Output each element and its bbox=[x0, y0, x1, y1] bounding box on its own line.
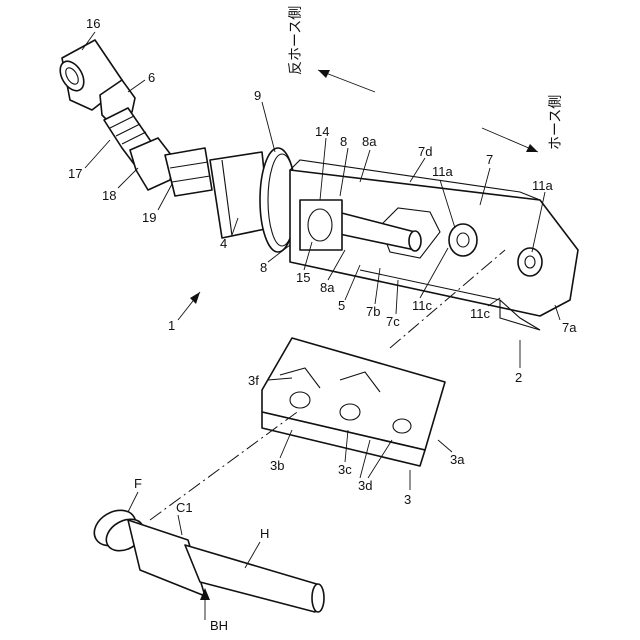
label-4: 4 bbox=[220, 236, 227, 251]
label-19: 19 bbox=[142, 210, 156, 225]
label-11a-1: 11a bbox=[432, 164, 453, 179]
label-1: 1 bbox=[168, 318, 175, 333]
label-7a: 7a bbox=[562, 320, 577, 335]
label-C1: C1 bbox=[176, 500, 193, 515]
label-11c-2: 11c bbox=[470, 306, 490, 321]
label-anti-hose-side: 反ホース側 bbox=[288, 6, 304, 75]
arrow-hose bbox=[482, 128, 538, 152]
label-11c-1: 11c bbox=[412, 298, 432, 313]
shaft-19 bbox=[165, 148, 212, 196]
label-H: H bbox=[260, 526, 269, 541]
label-14: 14 bbox=[315, 124, 329, 139]
block-3 bbox=[262, 338, 445, 466]
label-hose-side: ホース側 bbox=[548, 95, 564, 150]
arrow-1 bbox=[178, 292, 200, 320]
label-3d: 3d bbox=[358, 478, 372, 493]
label-2: 2 bbox=[515, 370, 522, 385]
label-8-bottom: 8 bbox=[260, 260, 267, 275]
label-F: F bbox=[134, 476, 142, 491]
label-8a-top: 8a bbox=[362, 134, 377, 149]
label-16: 16 bbox=[86, 16, 100, 31]
label-3a: 3a bbox=[450, 452, 465, 467]
label-7b: 7b bbox=[366, 304, 380, 319]
label-8a-bottom: 8a bbox=[320, 280, 335, 295]
label-15: 15 bbox=[296, 270, 310, 285]
label-11a-2: 11a bbox=[532, 178, 553, 193]
label-18: 18 bbox=[102, 188, 116, 203]
label-8-top: 8 bbox=[340, 134, 347, 149]
label-3: 3 bbox=[404, 492, 411, 507]
label-7d: 7d bbox=[418, 144, 432, 159]
label-9: 9 bbox=[254, 88, 261, 103]
hose-segment-17-18 bbox=[104, 108, 175, 190]
label-5: 5 bbox=[338, 298, 345, 313]
label-BH: BH bbox=[210, 618, 228, 633]
label-6: 6 bbox=[148, 70, 155, 85]
label-3b: 3b bbox=[270, 458, 284, 473]
label-3c: 3c bbox=[338, 462, 352, 477]
arrow-anti-hose bbox=[318, 70, 375, 92]
label-7c: 7c bbox=[386, 314, 400, 329]
label-3f: 3f bbox=[248, 373, 259, 388]
label-7: 7 bbox=[486, 152, 493, 167]
label-17: 17 bbox=[68, 166, 82, 181]
